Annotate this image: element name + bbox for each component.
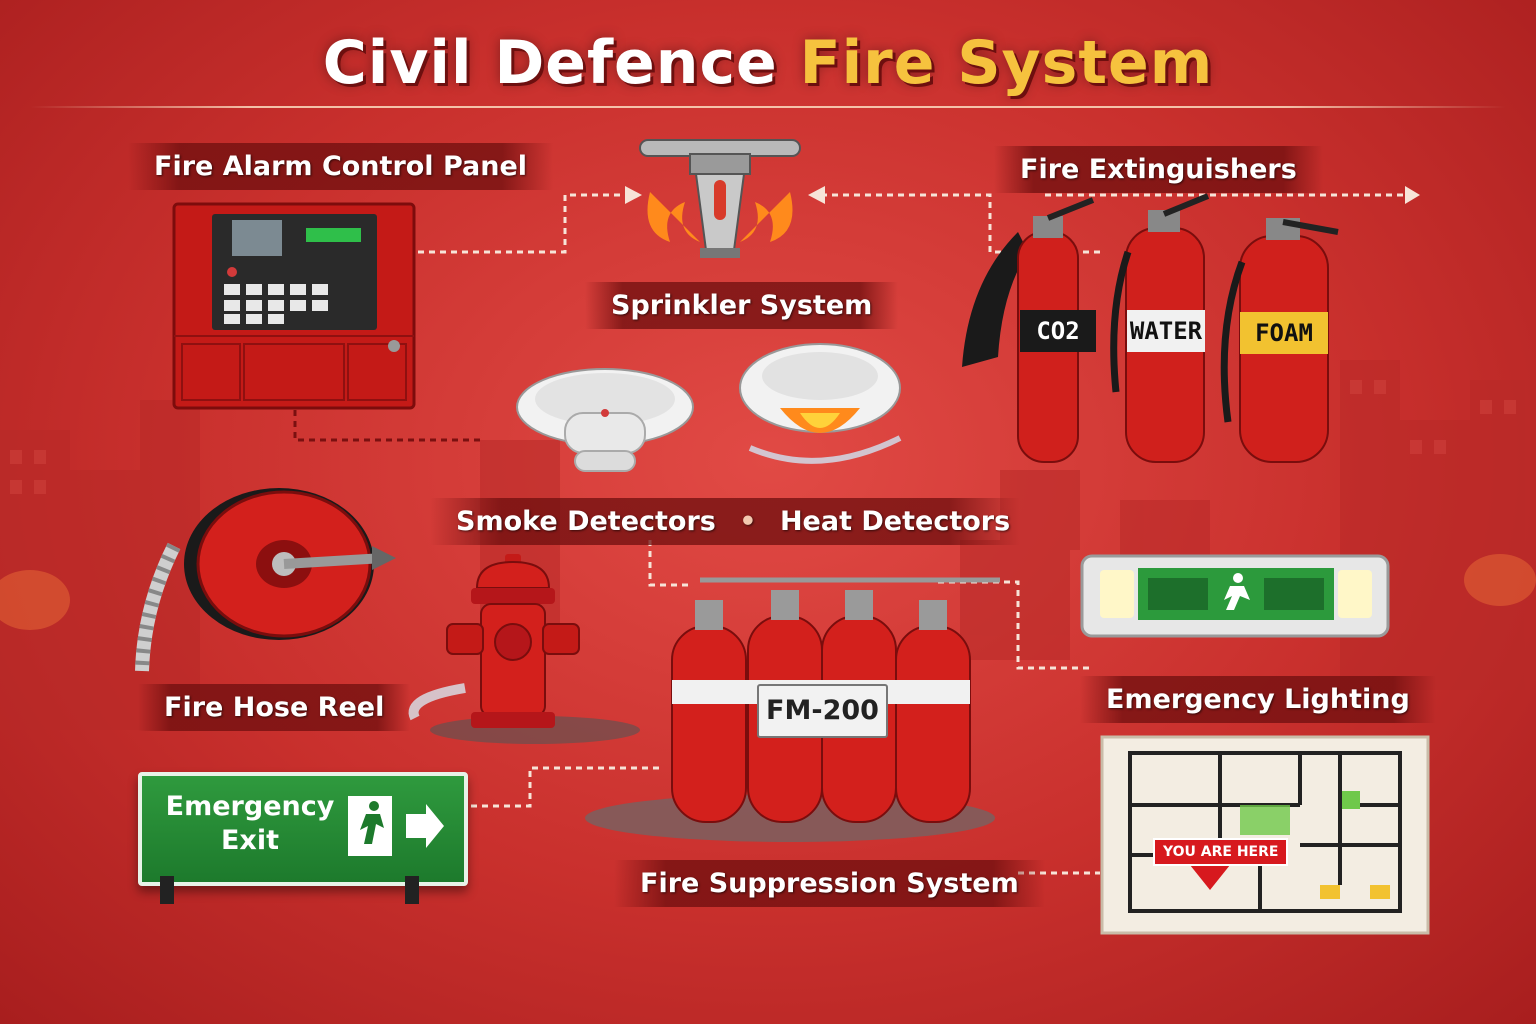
label-fire-suppression-system: Fire Suppression System [614,860,1045,907]
title-part-1: Civil Defence [322,28,800,98]
floor-plan-icon [1100,735,1430,935]
smoke-detectors-text: Smoke Detectors [456,506,716,537]
title-divider [30,106,1506,108]
smoke-detector-icon [516,368,694,472]
sprinkler-icon [639,139,801,258]
floor-plan-marker: YOU ARE HERE [1153,838,1289,866]
gas-cylinder-group-icon [585,577,1000,842]
extinguisher-tag-water: WATER [1127,310,1205,352]
heat-detectors-text: Heat Detectors [779,506,1011,537]
heat-detector-icon [739,343,902,464]
label-fire-alarm-control-panel: Fire Alarm Control Panel [128,143,554,190]
label-smoke-detectors: Smoke Detectors • Heat Detectors [430,498,1021,545]
label-fire-extinguishers: Fire Extinguishers [994,146,1323,193]
exit-sign-text: Emergency Exit [160,790,340,858]
control-panel-icon [172,202,416,410]
exit-sign-line-1: Emergency [165,791,335,822]
hydrant-icon [408,554,640,744]
exit-sign-line-2: Exit [220,825,280,856]
page-title: Civil Defence Fire System [0,28,1536,98]
label-fire-hose-reel: Fire Hose Reel [138,684,411,731]
label-sprinkler-system: Sprinkler System [585,282,899,329]
title-part-2: Fire System [799,28,1214,98]
label-separator: • [739,506,757,537]
suppression-tag: FM-200 [757,684,888,738]
emergency-exit-sign: Emergency Exit [138,772,468,886]
extinguisher-tag-foam: FOAM [1240,312,1328,354]
running-man-icon [348,796,444,856]
hose-reel-icon [135,488,396,672]
exit-sign-posts [160,876,419,904]
extinguisher-tag-co2: CO2 [1020,310,1096,352]
label-emergency-lighting: Emergency Lighting [1080,676,1436,723]
exit-light-icon [1080,554,1390,638]
